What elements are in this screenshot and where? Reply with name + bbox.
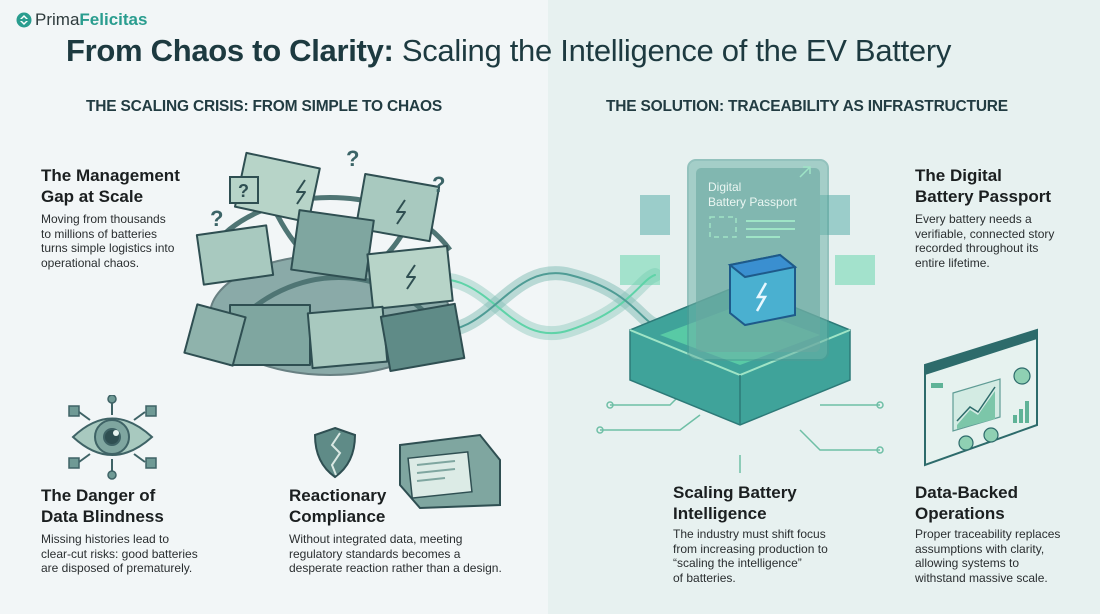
svg-text:?: ? [432,172,445,197]
card-data-blindness: The Danger of Data Blindness Missing hist… [41,485,241,576]
card-body-line: Proper traceability replaces [915,527,1061,541]
card-title-line: Scaling Battery [673,483,797,502]
section-title-crisis: THE SCALING CRISIS: FROM SIMPLE TO CHAOS [86,98,442,115]
card-title-line: Data-Backed [915,483,1018,502]
card-title-line: The Danger of [41,486,156,505]
card-body-line: Moving from thousands [41,212,166,226]
card-title-line: Compliance [289,507,386,526]
card-title-line: Data Blindness [41,507,164,526]
compliance-battery-document-icon [399,433,501,510]
flow-ribbon-illustration [423,266,660,341]
card-title-line: Operations [915,504,1005,523]
card-body-line: turns simple logistics into [41,241,175,255]
card-body-line: desperate reaction rather than a design. [289,561,502,575]
card-body-line: assumptions with clarity, [915,541,1045,556]
brand-name-prima: Prima [35,10,80,29]
card-body-line: from increasing production to [673,541,828,556]
card-title-line: Battery Passport [915,187,1052,206]
eye-data-blindness-icon [68,395,157,480]
card-body-line: allowing systems to [915,556,1020,570]
card-body-line: Without integrated data, meeting [289,532,463,546]
card-body-line: recorded throughout its [915,241,1039,255]
card-body-line: are disposed of prematurely. [41,561,193,575]
passport-label-line1: Digital [708,180,741,194]
card-body-line: regulatory standards becomes a [289,546,461,561]
title-bold: From Chaos to Clarity: [66,33,394,68]
card-body-line: withstand massive scale. [915,570,1048,585]
passport-label-line2: Battery Passport [708,195,797,209]
card-body-line: The industry must shift focus [673,527,826,541]
cracked-shield-icon [313,426,357,479]
card-body-line: operational chaos. [41,255,140,270]
card-title-line: The Digital [915,166,1002,185]
card-body-line: Missing histories lead to [41,532,170,546]
page-title: From Chaos to Clarity: Scaling the Intel… [66,33,951,69]
card-body-line: “scaling the intelligence” [673,556,802,570]
digital-battery-passport-illustration: Digital Battery Passport [596,159,884,473]
card-body-line: clear-cut risks: good batteries [41,546,198,561]
section-title-solution: THE SOLUTION: TRACEABILITY AS INFRASTRUC… [606,98,1008,115]
title-rest: Scaling the Intelligence of the EV Batte… [393,33,952,68]
card-body-line: to millions of batteries [41,226,158,241]
card-title-line: Reactionary [289,486,387,505]
card-title: The Danger of Data Blindness [41,485,241,527]
svg-text:?: ? [238,181,249,201]
card-body-line: entire lifetime. [915,255,990,270]
brand-name-felicitas: Felicitas [79,10,148,29]
battery-chaos-pile-illustration: ? ? ? ? [183,146,466,376]
svg-text:?: ? [210,206,223,231]
card-title-line: Intelligence [673,504,767,523]
card-body-line: verifiable, connected story [915,226,1055,241]
card-title-line: The Management [41,166,180,185]
recycle-logo-icon [16,12,32,28]
card-body-line: Every battery needs a [915,212,1032,226]
card-body-line: of batteries. [673,570,736,585]
analytics-dashboard-icon [924,328,1038,467]
svg-text:?: ? [346,146,359,171]
card-title-line: Gap at Scale [41,187,144,206]
